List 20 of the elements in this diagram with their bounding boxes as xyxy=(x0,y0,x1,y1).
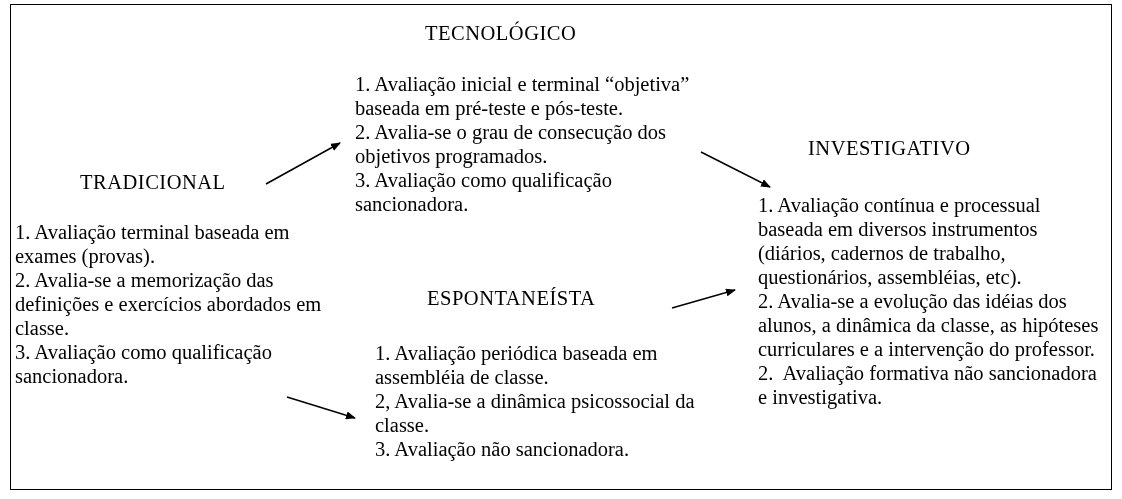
arrow xyxy=(286,396,356,420)
model-heading: ESPONTANEÍSTA xyxy=(427,286,596,310)
arrow xyxy=(265,142,341,185)
list-item: 3. Avaliação não sancionadora. xyxy=(375,437,631,461)
list-item: 3. Avaliação como qualificação sancionadora. xyxy=(355,168,613,216)
list-item: 2. Avalia-se a evolução das idéias dos alunos, a dinâmica da classe, as hipóteses curriculares e a intervenção do professor. xyxy=(758,289,1100,361)
list-item: 1. Avaliação terminal baseada em exames (provas). xyxy=(15,220,291,268)
model-heading: TRADICIONAL xyxy=(80,170,226,194)
list-item: 1. Avaliação periódica baseada em assembléia de classe. xyxy=(375,341,659,389)
model-heading: INVESTIGATIVO xyxy=(808,136,971,160)
list-item: 2. Avalia-se o grau de consecução dos objetivos programados. xyxy=(355,120,667,168)
arrow xyxy=(700,151,771,188)
list-item: 3. Avaliação como qualificação sancionadora. xyxy=(15,340,273,388)
list-item: 1. Avaliação contínua e processual baseada em diversos instrumentos (diários, cadernos de trabalho, questionários, assembléias, etc). xyxy=(758,193,1042,289)
list-item: 2, Avalia-se a dinâmica psicossocial da classe. xyxy=(375,389,696,437)
model-heading: TECNOLÓGICO xyxy=(425,21,577,45)
list-item: 2. Avaliação formativa não sancionadora e investigativa. xyxy=(758,361,1098,409)
list-item: 2. Avalia-se a memorização das definições e exercícios abordados em classe. xyxy=(15,268,323,340)
list-item: 1. Avaliação inicial e terminal “objetiva” baseada em pré-teste e pós-teste. xyxy=(355,72,691,120)
arrow xyxy=(671,288,736,309)
